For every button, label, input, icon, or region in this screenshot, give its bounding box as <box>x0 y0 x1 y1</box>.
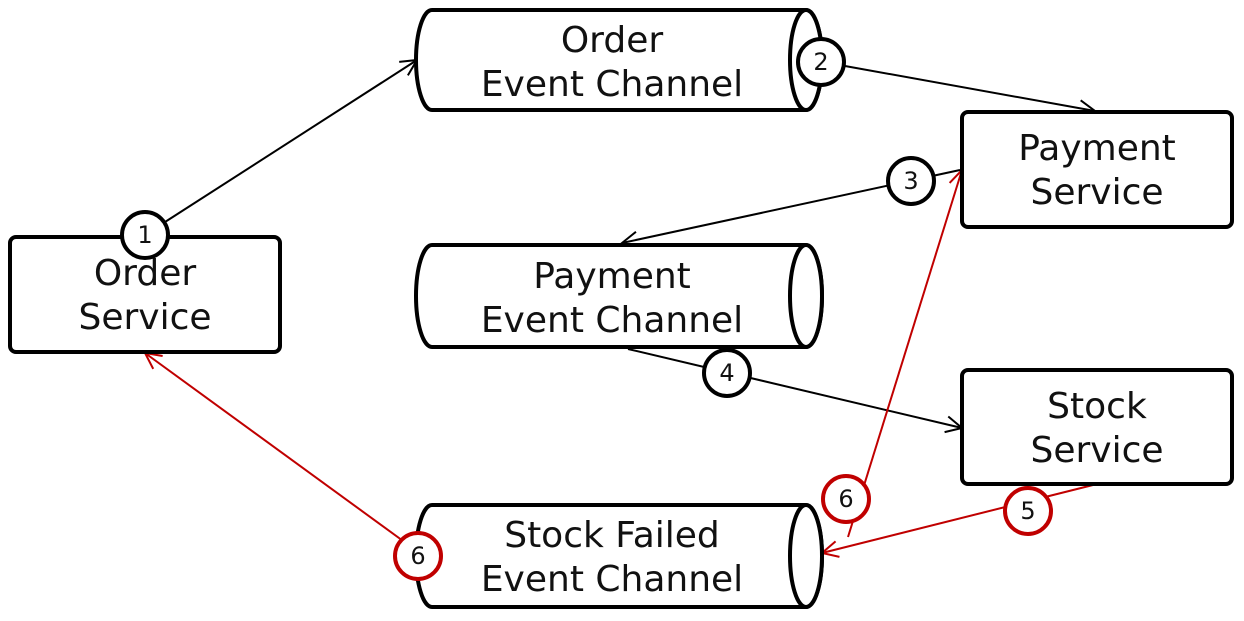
arrow-order-service-to-order-channel <box>164 60 417 223</box>
payment-channel-label-line2: Event Channel <box>481 300 743 341</box>
order-channel-label-line1: Order <box>561 20 664 61</box>
arrow-stock-failed-channel-to-order-service <box>145 353 411 547</box>
step-badge-4-number: 4 <box>719 359 734 387</box>
stock-service-label-line1: Stock <box>1047 386 1147 427</box>
step-badge-6-order: 6 <box>393 531 443 581</box>
order-event-channel: Order Event Channel <box>414 8 824 112</box>
order-service-label-line2: Service <box>78 297 211 338</box>
step-badge-6-order-number: 6 <box>410 542 425 570</box>
stock-service-box: Stock Service <box>960 368 1234 486</box>
step-badge-1-number: 1 <box>137 221 152 249</box>
step-badge-5-number: 5 <box>1020 497 1035 525</box>
stock-failed-channel-label-line2: Event Channel <box>481 559 743 600</box>
stock-failed-channel-label-line1: Stock Failed <box>504 515 720 556</box>
step-badge-2: 2 <box>796 37 846 87</box>
arrow-order-channel-to-payment-service <box>844 65 1095 111</box>
payment-event-channel: Payment Event Channel <box>414 243 824 349</box>
step-badge-3-number: 3 <box>903 167 918 195</box>
stock-service-label-line2: Service <box>1030 430 1163 471</box>
stock-failed-event-channel: Stock Failed Event Channel <box>414 503 824 609</box>
step-badge-2-number: 2 <box>813 48 828 76</box>
payment-service-box: Payment Service <box>960 110 1234 229</box>
payment-channel-label-line1: Payment <box>533 256 691 297</box>
step-badge-6-payment-number: 6 <box>838 485 853 513</box>
arrow-stock-service-to-stock-failed-channel <box>822 483 1098 553</box>
arrow-stock-failed-channel-to-payment-service <box>847 170 962 538</box>
payment-service-label-line1: Payment <box>1018 128 1176 169</box>
step-badge-1: 1 <box>120 210 170 260</box>
step-badge-5: 5 <box>1003 486 1053 536</box>
payment-service-label-line2: Service <box>1030 172 1163 213</box>
step-badge-3: 3 <box>886 156 936 206</box>
step-badge-6-payment: 6 <box>821 474 871 524</box>
arrow-payment-channel-to-stock-service <box>627 348 962 428</box>
order-channel-label-line2: Event Channel <box>481 64 743 105</box>
step-badge-4: 4 <box>702 348 752 398</box>
